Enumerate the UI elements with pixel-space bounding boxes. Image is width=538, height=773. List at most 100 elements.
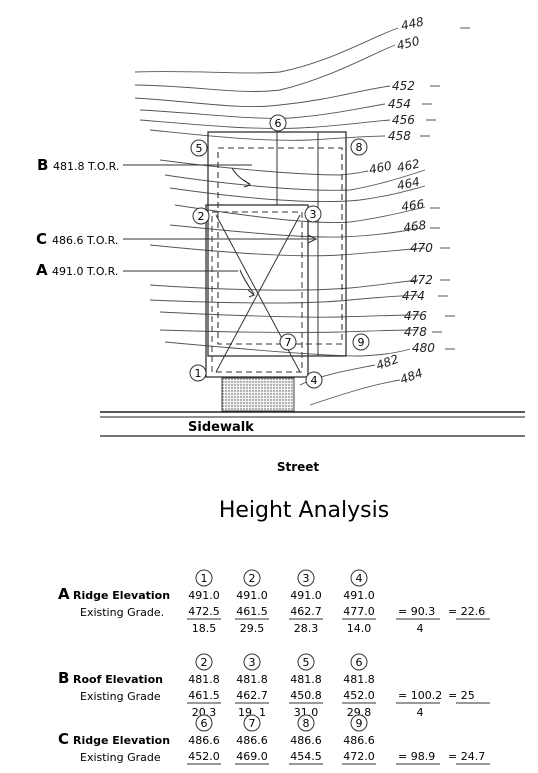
analysis-grade-label: Existing Grade (80, 690, 161, 703)
contour-line-452 (134, 85, 391, 108)
analysis-diff-value: 31.0 (294, 706, 319, 719)
analysis-point-circle (350, 569, 368, 587)
contour-line-474 (149, 294, 419, 304)
callout-text-b: 481.8 T.O.R. (53, 160, 119, 173)
analysis-diff-value: 29.8 (347, 706, 372, 719)
analysis-point-label: 9 (356, 717, 363, 730)
point-marker-3: 3 (304, 205, 322, 223)
analysis-grade-value: 472.0 (343, 750, 375, 763)
contour-line-448 (134, 27, 399, 74)
contour-label-480: 480 (412, 341, 435, 355)
contour-label-450: 450 (395, 34, 421, 53)
analysis-diff-value: 20.3 (192, 706, 217, 719)
analysis-grade-value: 452.0 (188, 750, 220, 763)
point-label: 3 (310, 208, 317, 221)
analysis-point-label: 4 (356, 572, 363, 585)
contour-label-472: 472 (410, 273, 433, 287)
callouts: B 481.8 T.O.R. C 486.6 T.O.R. A 491.0 T.… (36, 156, 318, 279)
arrow-head-icon (307, 234, 318, 244)
lower-ridge-outline (205, 204, 309, 378)
analysis-top-value: 486.6 (236, 734, 268, 747)
contour-label-458: 458 (388, 129, 411, 143)
contour-label-460: 460 (368, 158, 394, 177)
point-circle (269, 114, 287, 132)
analysis-grade-value: 469.0 (236, 750, 268, 763)
point-label: 2 (198, 210, 205, 223)
callout-text-c: 486.6 T.O.R. (52, 234, 118, 247)
point-circle (304, 205, 322, 223)
analysis-sum: = 90.3 (398, 605, 435, 618)
contour-label-456: 456 (392, 113, 415, 127)
page-title: Height Analysis (219, 498, 389, 523)
point-marker-4: 4 (305, 371, 323, 389)
point-marker-1: 1 (189, 364, 207, 382)
analysis-point-circle (195, 569, 213, 587)
upper-roof-dashed-outline (217, 147, 343, 345)
arrow-head-icon (247, 289, 256, 298)
callout-text-a: 491.0 T.O.R. (52, 265, 118, 278)
sidewalk-label: Sidewalk (188, 420, 254, 435)
analysis-top-value: 481.8 (236, 673, 268, 686)
point-label: 4 (311, 374, 318, 387)
point-label: 9 (358, 336, 365, 349)
analysis-diff-value: 18.5 (192, 622, 217, 635)
lower-ridge-dashed-outline (211, 211, 303, 373)
analysis-grade-value: 461.5 (236, 605, 268, 618)
analysis-point-label: 2 (249, 572, 256, 585)
analysis-point-circle (243, 653, 261, 671)
point-circle (350, 138, 368, 156)
analysis-point-label: 6 (201, 717, 208, 730)
contour-label-454: 454 (388, 97, 411, 111)
contour-line-454 (139, 103, 386, 119)
point-label: 8 (356, 141, 363, 154)
point-circle (305, 371, 323, 389)
analysis-grade-value: 452.0 (343, 689, 375, 702)
point-circle (192, 207, 210, 225)
analysis-letter: A (58, 585, 70, 603)
analysis-point-circle (350, 714, 368, 732)
analysis-point-circle (195, 653, 213, 671)
point-circle (190, 139, 208, 157)
analysis-top-value: 486.6 (343, 734, 375, 747)
analysis-top-value: 481.8 (188, 673, 220, 686)
analysis-grade-label: Existing Grade (80, 751, 161, 764)
analysis-point-circle (297, 569, 315, 587)
analysis-sum: = 100.2 (398, 689, 442, 702)
analysis-top-value: 491.0 (343, 589, 375, 602)
analysis-diff-value: 14.0 (347, 622, 372, 635)
analysis-grade-value: 472.5 (188, 605, 220, 618)
point-label: 1 (195, 367, 202, 380)
analysis-diff-value: 29.5 (240, 622, 265, 635)
point-circle (352, 333, 370, 351)
analysis-point-label: 2 (201, 656, 208, 669)
contour-label-474: 474 (402, 289, 425, 303)
analysis-diff-value: 19. 1 (238, 706, 266, 719)
analysis-point-circle (350, 653, 368, 671)
contour-line-462 (164, 169, 426, 191)
contour-line-456 (139, 119, 391, 129)
analysis-top-value: 486.6 (188, 734, 220, 747)
point-label: 7 (285, 336, 292, 349)
contour-line-470 (149, 244, 426, 257)
point-marker-2: 2 (192, 207, 210, 225)
contour-line-450 (134, 44, 396, 92)
contour-label-462: 462 (396, 156, 421, 174)
analysis-label: Roof Elevation (73, 673, 163, 686)
contour-label-468: 468 (402, 218, 427, 235)
contour-labels: 448 450 452 454 456 458 460 462 464 466 … (368, 14, 436, 386)
contour-label-470: 470 (410, 241, 433, 255)
point-label: 5 (196, 142, 203, 155)
analysis-point-circle (243, 569, 261, 587)
point-circle (279, 333, 297, 351)
analysis-point-label: 3 (303, 572, 310, 585)
sidewalk-lines (100, 411, 525, 437)
analysis-point-label: 6 (356, 656, 363, 669)
contour-label-476: 476 (404, 309, 427, 323)
analysis-top-value: 491.0 (188, 589, 220, 602)
analysis-sum: = 98.9 (398, 750, 435, 763)
point-circle (189, 364, 207, 382)
contour-label-478: 478 (404, 325, 427, 339)
contour-lines (134, 27, 426, 406)
